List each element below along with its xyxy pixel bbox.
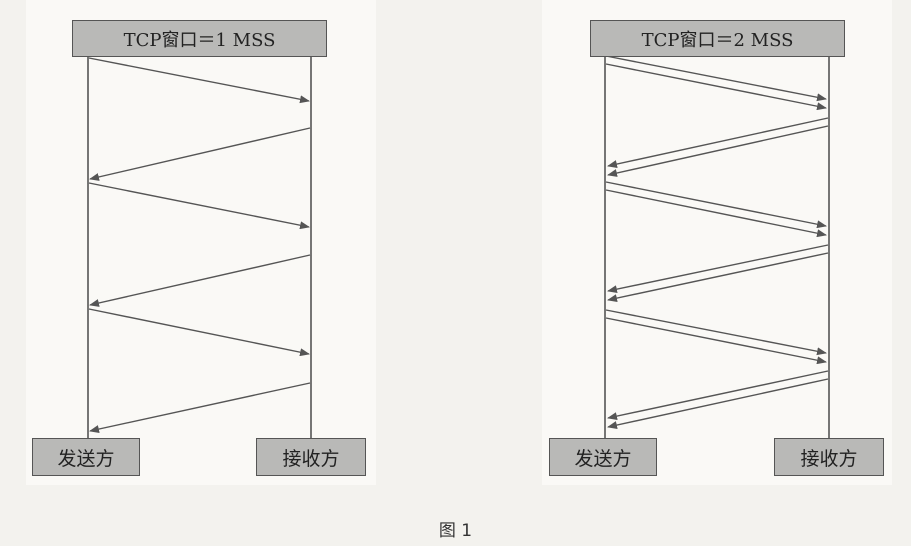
- right-panel-title: TCP窗口＝2 MSS: [590, 20, 845, 57]
- right-panel-background: [542, 0, 892, 485]
- right-segment-arrow-2a: [605, 181, 827, 229]
- left-ack-arrow-3: [89, 382, 311, 433]
- left-ack-arrow-1: [89, 127, 311, 181]
- right-ack-arrow-1a: [607, 117, 829, 168]
- right-ack-arrow-3a: [607, 370, 829, 421]
- right-receiver-label: 接收方: [774, 438, 884, 476]
- right-segment-arrow-3a: [605, 309, 827, 356]
- right-segment-arrow-1a: [605, 55, 827, 102]
- right-ack-arrow-2b: [607, 252, 829, 303]
- right-segment-arrow-1b: [605, 63, 827, 111]
- right-segment-arrow-2b: [605, 189, 827, 238]
- left-receiver-label: 接收方: [256, 438, 366, 476]
- left-segment-arrow-3: [88, 308, 310, 357]
- right-ack-arrow-3b: [607, 378, 829, 429]
- right-ack-arrow-1b: [607, 125, 829, 177]
- left-segment-arrow-1: [88, 57, 310, 104]
- left-panel-background: [26, 0, 376, 485]
- left-ack-arrow-2: [89, 254, 311, 307]
- right-segment-arrow-3b: [605, 317, 827, 365]
- left-panel-title: TCP窗口＝1 MSS: [72, 20, 327, 57]
- right-sender-label: 发送方: [549, 438, 657, 476]
- left-segment-arrow-2: [88, 182, 310, 230]
- figure-caption: 图 1: [438, 521, 473, 541]
- right-ack-arrow-2a: [607, 244, 829, 294]
- left-sender-label: 发送方: [32, 438, 140, 476]
